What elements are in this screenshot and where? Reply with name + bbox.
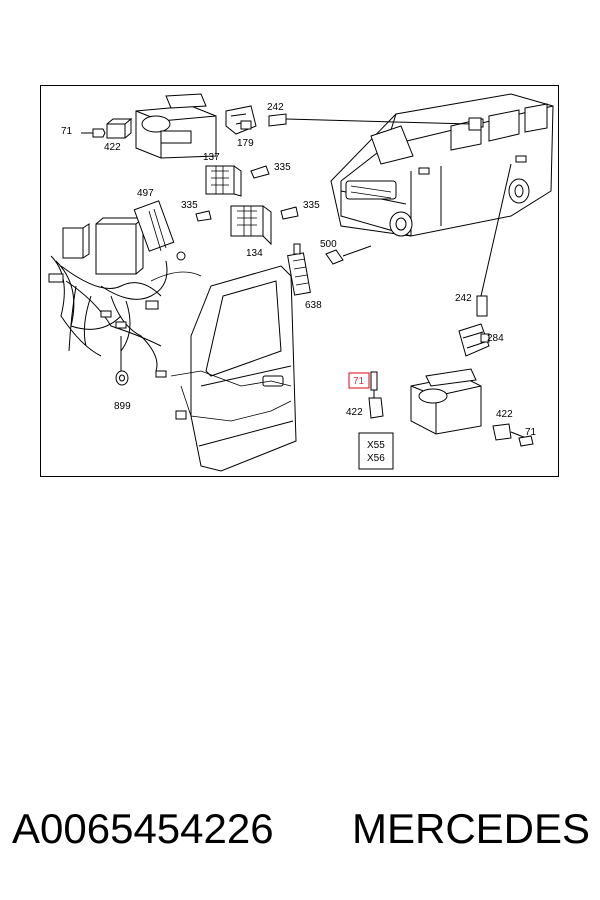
- callout-497: 497: [137, 188, 154, 199]
- callout-638: 638: [305, 300, 322, 311]
- door-illustration: [155, 265, 297, 472]
- part-179: [225, 105, 257, 135]
- part-71-highlighted: [348, 371, 384, 419]
- brand-name: MERCEDES: [352, 805, 591, 852]
- callout-71-top: 71: [61, 126, 73, 137]
- part-137: [205, 165, 242, 197]
- parts-diagram: 71 422 179 242 137 335 497 335 335 134 5…: [40, 85, 559, 477]
- clip-335-b: [195, 210, 212, 222]
- callout-284: 284: [487, 333, 504, 344]
- part-group-bottom-right: [492, 423, 534, 447]
- bracket-holder-right: [410, 368, 482, 435]
- control-modules: [62, 200, 186, 275]
- part-284: [458, 323, 490, 357]
- clip-335-a: [250, 165, 270, 179]
- connector-box-line1: X55: [367, 440, 385, 451]
- part-134: [230, 205, 272, 246]
- callout-242-right: 242: [455, 293, 472, 304]
- part-242-right: [476, 163, 512, 317]
- callout-422-top: 422: [104, 142, 121, 153]
- callout-134: 134: [246, 248, 263, 259]
- part-638: [287, 243, 311, 296]
- exploded-view-drawing: 71 422 179 242 137 335 497 335 335 134 5…: [48, 93, 554, 472]
- part-group-top-left: [81, 117, 133, 139]
- callout-242-top: 242: [267, 102, 284, 113]
- callout-71-highlighted: 71: [353, 376, 365, 387]
- wiring-harness: [48, 255, 202, 386]
- connector-box: [358, 432, 394, 470]
- connector-box-line2: X56: [367, 453, 385, 464]
- callout-335-a: 335: [274, 162, 291, 173]
- van-illustration: [330, 93, 554, 237]
- part-number: A0065454226: [12, 805, 274, 852]
- clip-335-c: [280, 206, 299, 220]
- callout-899: 899: [114, 401, 131, 412]
- callout-335-c: 335: [303, 200, 320, 211]
- callout-137: 137: [203, 152, 220, 163]
- part-242-top: [268, 113, 482, 131]
- part-500: [325, 245, 372, 265]
- callout-71-right: 71: [525, 427, 537, 438]
- callout-500: 500: [320, 239, 337, 250]
- bracket-holder: [135, 93, 217, 159]
- callout-422-mid: 422: [346, 407, 363, 418]
- callout-422-right: 422: [496, 409, 513, 420]
- callout-335-b: 335: [181, 200, 198, 211]
- callout-179: 179: [237, 138, 254, 149]
